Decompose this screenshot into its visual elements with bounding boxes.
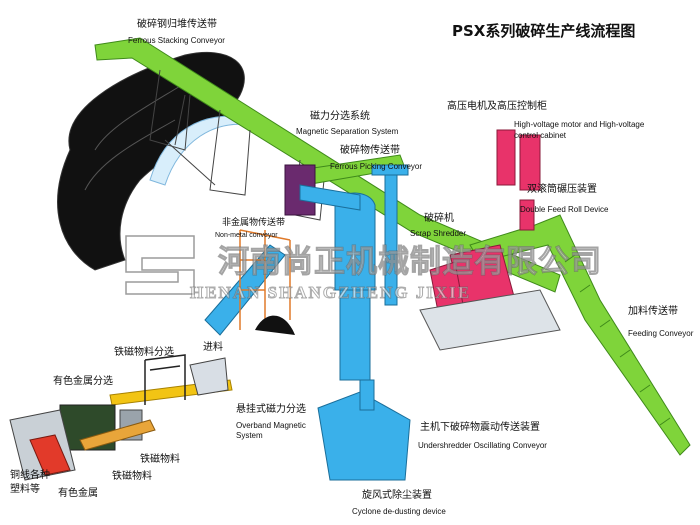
label-feeding-en: Feeding Conveyor (628, 329, 694, 338)
label-magnetic-separation-en: Magnetic Separation System (296, 127, 399, 136)
feeding-conveyor-cleats (564, 254, 671, 426)
label-cyclone-zh: 旋风式除尘装置 (362, 490, 432, 501)
label-hv-motor-en-2: control cabinet (514, 131, 567, 140)
label-magnetic-separation-zh: 磁力分选系统 (310, 111, 370, 122)
label-nonferrous-metal: 有色金属 (58, 488, 98, 499)
label-undershredder-zh: 主机下破碎物震动传送装置 (420, 422, 540, 433)
undershredder-conveyor (419, 289, 561, 351)
label-copper-misc-1: 铜线各种 (10, 470, 50, 481)
label-ferrous-picking-en: Ferrous Picking Conveyor (330, 162, 423, 171)
ferrous-stacking-conveyor (94, 37, 561, 293)
label-overband-en-2: System (236, 431, 263, 440)
cyclone-dedusting-device (299, 164, 411, 481)
label-hv-motor-zh: 高压电机及高压控制柜 (447, 101, 547, 112)
ferromagnetic-sorter (144, 354, 186, 405)
label-feed-in: 进料 (203, 342, 223, 353)
diagram-title: PSX系列破碎生产线流程图 (452, 22, 636, 40)
feeding-conveyor (469, 214, 691, 456)
feed-hopper (189, 357, 229, 396)
hv-cabinet (496, 129, 516, 186)
label-ferrous-stacking-zh: 破碎钢归堆传送带 (137, 19, 217, 30)
label-shredder-en: Scrap Shredder (410, 229, 467, 238)
double-feed-roll (519, 199, 535, 231)
watermark-company-en: HENAN SHANGZHENG JIXIE (189, 283, 472, 303)
conveyor-supports (149, 69, 326, 221)
small-heap (255, 315, 295, 335)
label-ferrous-stacking-en: Ferrous Stacking Conveyor (128, 36, 225, 45)
label-shredder-zh: 破碎机 (424, 213, 454, 224)
label-undershredder-en: Undershredder Oscillating Conveyor (418, 441, 547, 450)
label-non-ferrous-en: Non-metal conveyor (215, 232, 278, 239)
label-non-ferrous-zh: 非金属物传送带 (222, 218, 286, 228)
hv-motor (519, 134, 541, 191)
label-cyclone-en: Cyclone de-dusting device (352, 507, 446, 516)
label-ferrous-material-1: 铁磁物料 (140, 454, 180, 465)
output-chute (29, 434, 71, 476)
label-feeding-zh: 加料传送带 (628, 306, 678, 317)
watermark-logo (125, 235, 195, 295)
label-double-feed-en: Double Feed Roll Device (520, 205, 609, 214)
discharge-conveyor (79, 419, 156, 451)
label-ferrous-picking-zh: 破碎物传送带 (340, 145, 400, 156)
label-overband-zh: 悬挂式磁力分选 (236, 404, 306, 415)
separation-frame (239, 229, 291, 330)
label-double-feed-zh: 双滚筒碾压装置 (527, 184, 597, 195)
pile-texture (94, 79, 191, 151)
label-hv-motor-en-1: High-voltage motor and High-voltage (514, 120, 645, 129)
label-overband-en-1: Overband Magnetic (236, 421, 306, 430)
label-nonferrous-sort: 有色金属分选 (53, 376, 113, 387)
label-ferrous-material-2: 铁磁物料 (112, 471, 152, 482)
label-ferromagnetic-sort: 铁磁物料分选 (114, 347, 174, 358)
label-copper-misc-2: 塑料等 (10, 484, 40, 495)
pile-texture (84, 119, 176, 191)
watermark-company-zh: 河南尚正机械制造有限公司 (218, 244, 602, 281)
